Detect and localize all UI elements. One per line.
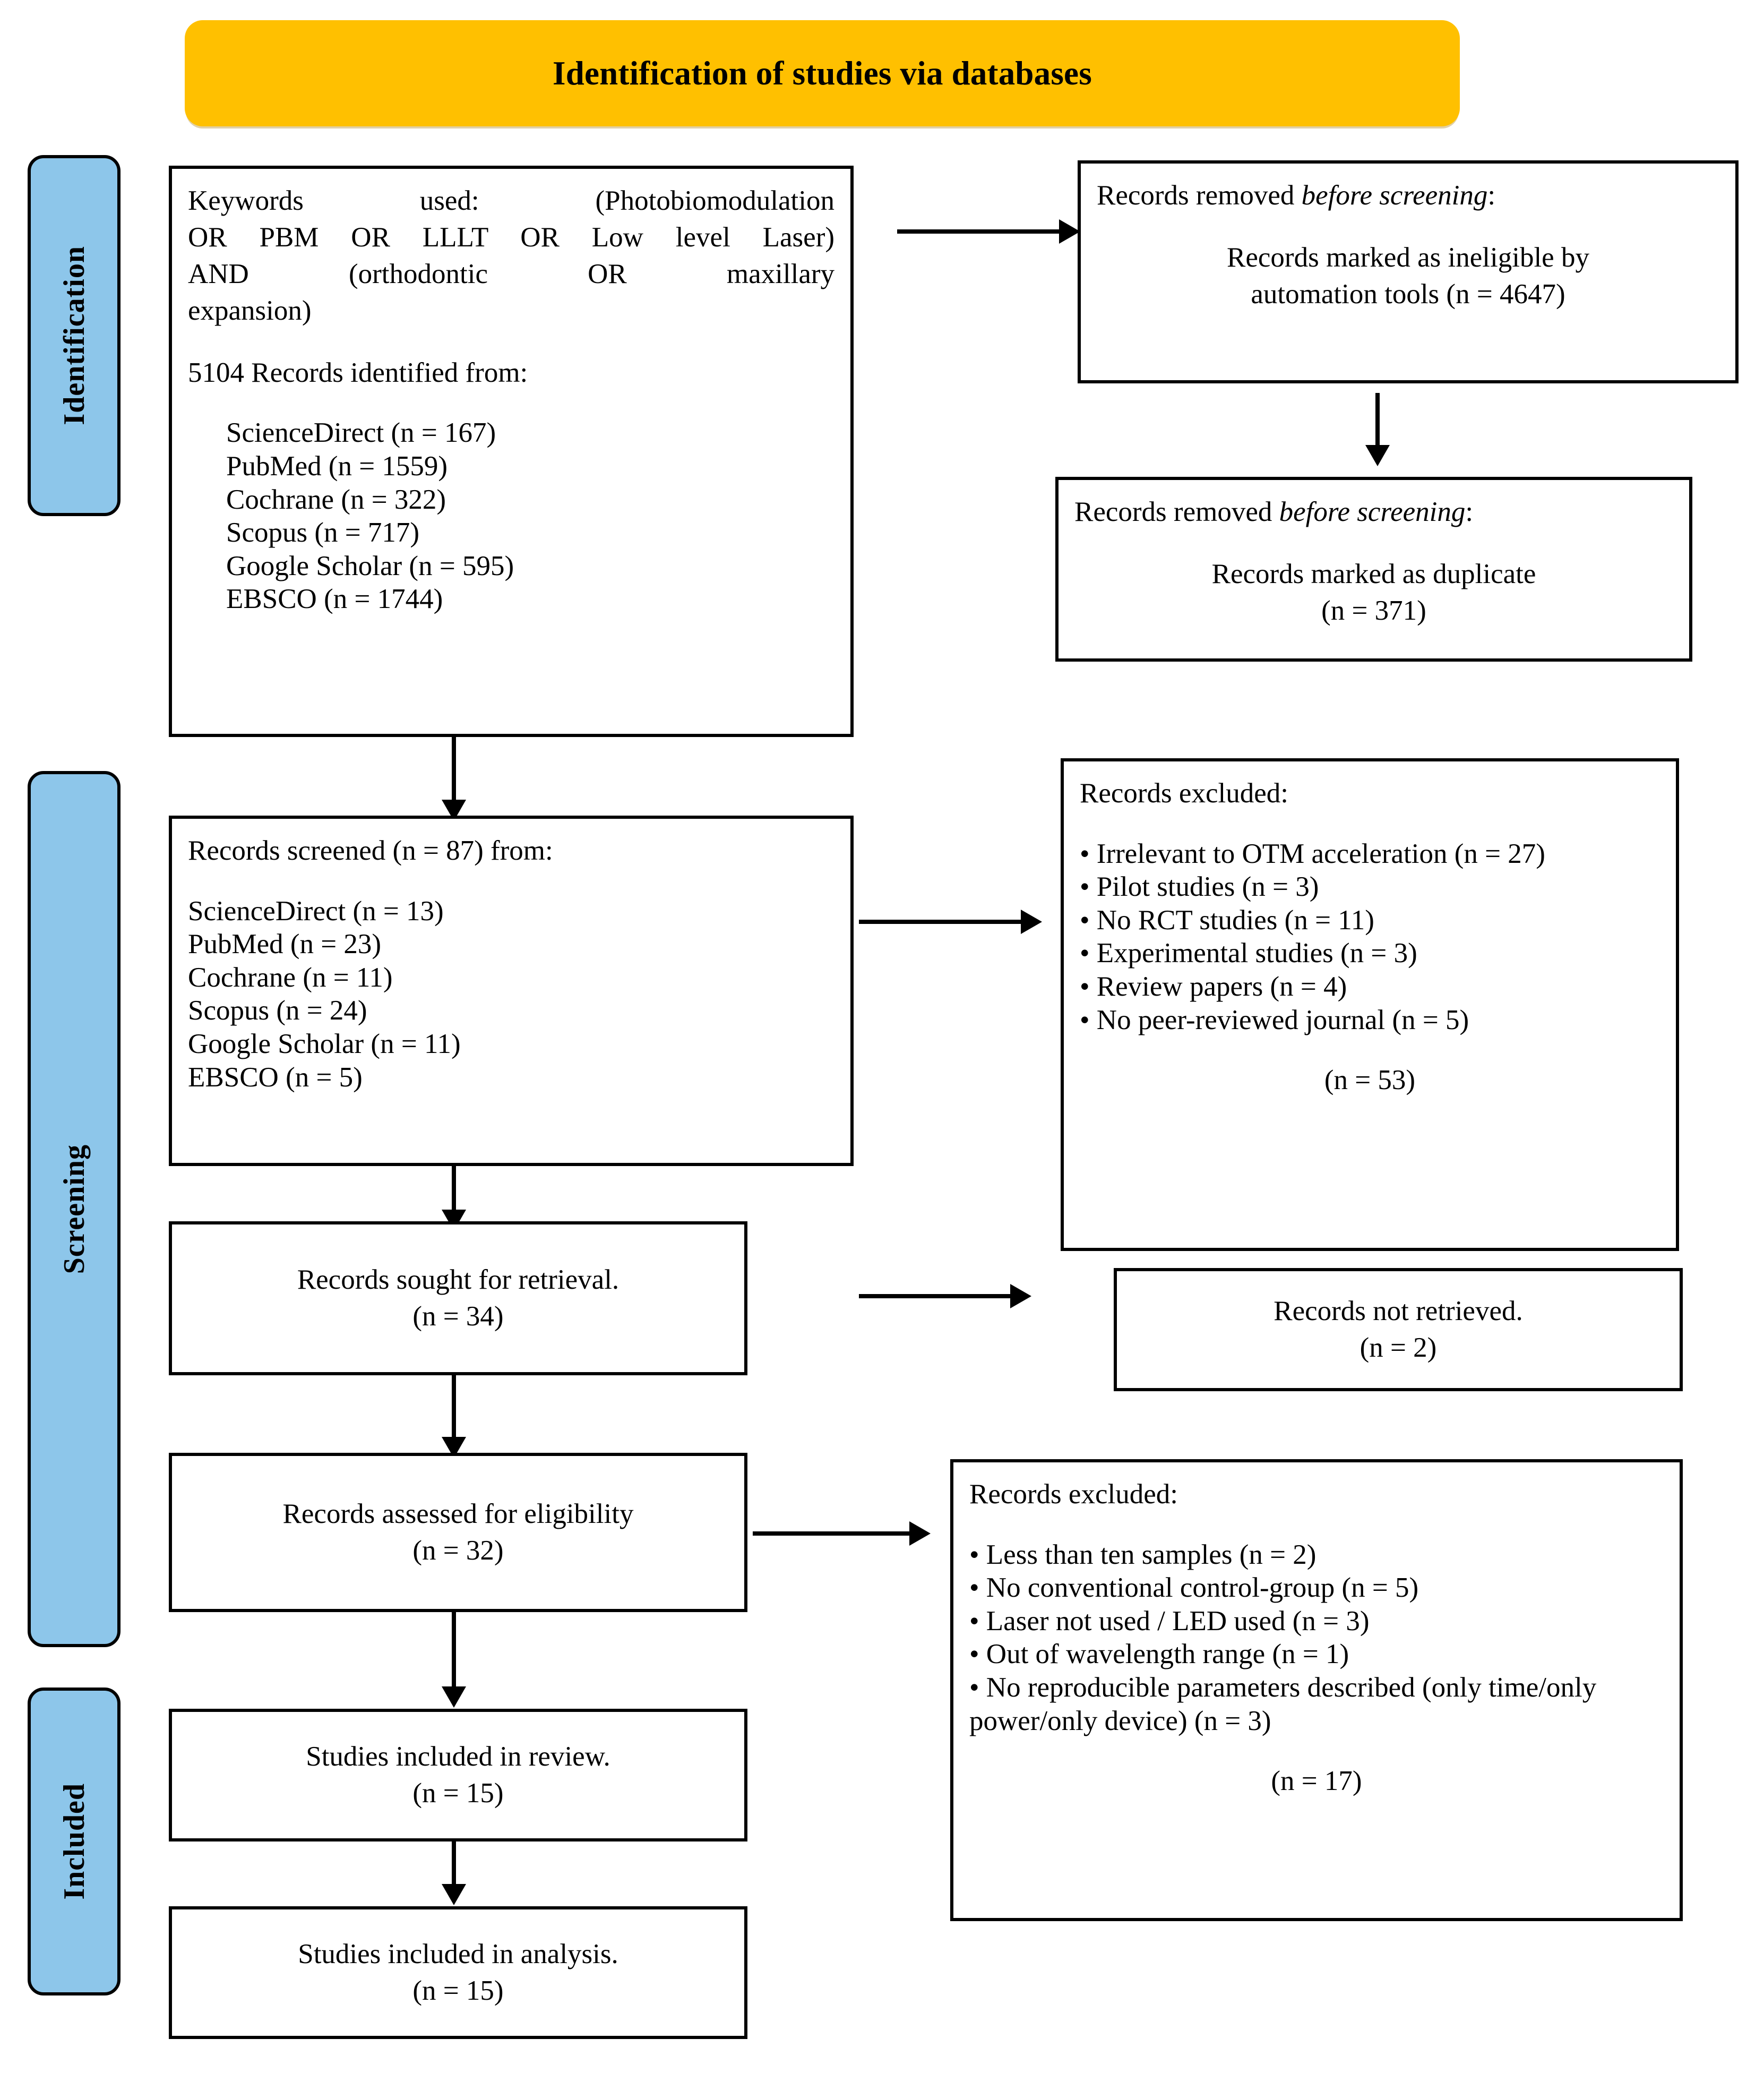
screened-source-list: ScienceDirect (n = 13) PubMed (n = 23) C… bbox=[188, 895, 834, 1094]
excluded-item-no-reproducible-parameters: • No reproducible parameters described (… bbox=[969, 1672, 1597, 1736]
phase-tab-identification: Identification bbox=[28, 155, 121, 516]
removed-automation-heading-colon: : bbox=[1487, 180, 1496, 211]
screened-source-sciencedirect: ScienceDirect (n = 13) bbox=[188, 895, 444, 927]
keywords-line-2: OR PBM OR LLLT OR Low level Laser) bbox=[188, 221, 834, 253]
diagram-title-banner: Identification of studies via databases bbox=[185, 20, 1460, 126]
arrowhead-screened-to-excluded bbox=[1021, 910, 1042, 934]
excluded-screening-list: • Irrelevant to OTM acceleration (n = 27… bbox=[1080, 837, 1660, 1037]
keywords-line-1: Keywords used: (Photobiomodulation bbox=[188, 185, 834, 216]
keywords-line-3: AND (orthodontic OR maxillary bbox=[188, 258, 834, 289]
connector-review-to-analysis bbox=[452, 1841, 456, 1889]
excluded-item-no-rct: • No RCT studies (n = 11) bbox=[1080, 904, 1374, 936]
removed-duplicate-body-line-2: (n = 371) bbox=[1321, 595, 1426, 626]
connector-screened-to-excluded bbox=[859, 920, 1023, 924]
phase-tab-included: Included bbox=[28, 1688, 121, 1995]
excluded-item-irrelevant: • Irrelevant to OTM acceleration (n = 27… bbox=[1080, 838, 1545, 869]
excluded-item-no-control-group: • No conventional control-group (n = 5) bbox=[969, 1572, 1419, 1604]
records-screened-heading: Records screened (n = 87) from: bbox=[188, 835, 553, 866]
source-pubmed: PubMed (n = 1559) bbox=[226, 450, 448, 482]
studies-included-review-line-1: Studies included in review. bbox=[306, 1741, 610, 1772]
source-cochrane: Cochrane (n = 322) bbox=[226, 484, 446, 515]
records-sought-box: Records sought for retrieval. (n = 34) bbox=[169, 1221, 747, 1375]
studies-included-analysis-line-1: Studies included in analysis. bbox=[298, 1939, 618, 1970]
removed-duplicate-box: Records removed before screening: Record… bbox=[1055, 477, 1692, 662]
phase-label-included: Included bbox=[57, 1783, 91, 1900]
identification-source-list: ScienceDirect (n = 167) PubMed (n = 1559… bbox=[188, 416, 834, 615]
arrowhead-removed-automation-to-duplicate bbox=[1365, 445, 1390, 466]
removed-automation-heading-italic: before screening bbox=[1301, 180, 1488, 211]
phase-label-identification: Identification bbox=[57, 246, 91, 425]
connector-sought-to-assessed bbox=[452, 1375, 456, 1442]
studies-included-analysis-line-2: (n = 15) bbox=[412, 1975, 504, 2006]
excluded-item-review: • Review papers (n = 4) bbox=[1080, 971, 1347, 1003]
removed-automation-box: Records removed before screening: Record… bbox=[1078, 160, 1739, 383]
excluded-eligibility-list: • Less than ten samples (n = 2) • No con… bbox=[969, 1538, 1664, 1737]
studies-included-review-line-2: (n = 15) bbox=[412, 1778, 504, 1809]
identification-box: Keywords used: (Photobiomodulation OR PB… bbox=[169, 166, 854, 737]
connector-removed-automation-to-duplicate bbox=[1375, 393, 1380, 450]
excluded-item-less-than-ten: • Less than ten samples (n = 2) bbox=[969, 1539, 1316, 1570]
studies-included-analysis-box: Studies included in analysis. (n = 15) bbox=[169, 1906, 747, 2039]
removed-automation-heading-plain: Records removed bbox=[1097, 180, 1302, 211]
arrowhead-identification-to-removed-automation bbox=[1059, 219, 1080, 244]
source-ebsco: EBSCO (n = 1744) bbox=[226, 584, 443, 615]
removed-automation-heading: Records removed before screening: bbox=[1097, 177, 1719, 214]
removed-automation-body-line-1: Records marked as ineligible by bbox=[1227, 242, 1589, 273]
excluded-item-pilot: • Pilot studies (n = 3) bbox=[1080, 871, 1319, 903]
excluded-screening-heading: Records excluded: bbox=[1080, 778, 1288, 809]
screened-source-google-scholar: Google Scholar (n = 11) bbox=[188, 1029, 461, 1060]
excluded-item-no-peer-review: • No peer-reviewed journal (n = 5) bbox=[1080, 1004, 1469, 1035]
excluded-screening-total: (n = 53) bbox=[1324, 1065, 1416, 1096]
records-identified-count: 5104 Records identified from: bbox=[188, 357, 528, 388]
screened-source-pubmed: PubMed (n = 23) bbox=[188, 929, 382, 960]
source-sciencedirect: ScienceDirect (n = 167) bbox=[226, 417, 496, 449]
records-sought-line-2: (n = 34) bbox=[412, 1301, 504, 1332]
arrowhead-sought-to-not-retrieved bbox=[1010, 1284, 1031, 1308]
connector-identification-to-removed-automation bbox=[897, 229, 1062, 234]
records-assessed-line-1: Records assessed for eligibility bbox=[282, 1498, 634, 1530]
studies-included-review-box: Studies included in review. (n = 15) bbox=[169, 1709, 747, 1841]
phase-label-screening: Screening bbox=[57, 1144, 91, 1274]
screened-source-scopus: Scopus (n = 24) bbox=[188, 995, 367, 1026]
diagram-title: Identification of studies via databases bbox=[553, 54, 1092, 92]
screened-source-ebsco: EBSCO (n = 5) bbox=[188, 1061, 363, 1093]
source-google-scholar: Google Scholar (n = 595) bbox=[226, 550, 514, 581]
keywords-line-4: expansion) bbox=[188, 295, 312, 326]
excluded-item-experimental: • Experimental studies (n = 3) bbox=[1080, 938, 1417, 969]
removed-duplicate-heading-colon: : bbox=[1465, 496, 1474, 527]
records-not-retrieved-line-2: (n = 2) bbox=[1359, 1332, 1437, 1363]
source-scopus: Scopus (n = 717) bbox=[226, 517, 420, 549]
connector-assessed-to-excluded-eligibility bbox=[753, 1531, 912, 1536]
records-screened-box: Records screened (n = 87) from: ScienceD… bbox=[169, 816, 854, 1166]
screened-source-cochrane: Cochrane (n = 11) bbox=[188, 962, 393, 993]
arrowhead-assessed-to-included-review bbox=[442, 1686, 466, 1708]
records-not-retrieved-box: Records not retrieved. (n = 2) bbox=[1114, 1268, 1683, 1391]
excluded-eligibility-heading: Records excluded: bbox=[969, 1479, 1178, 1510]
excluded-item-laser-not-used: • Laser not used / LED used (n = 3) bbox=[969, 1605, 1370, 1637]
connector-identification-to-screened bbox=[452, 737, 456, 806]
removed-duplicate-heading-italic: before screening bbox=[1279, 496, 1466, 527]
records-sought-line-1: Records sought for retrieval. bbox=[297, 1264, 619, 1296]
removed-duplicate-body-line-1: Records marked as duplicate bbox=[1211, 558, 1536, 589]
connector-screened-to-sought bbox=[452, 1166, 456, 1216]
removed-duplicate-heading: Records removed before screening: bbox=[1074, 494, 1673, 530]
phase-tab-screening: Screening bbox=[28, 771, 121, 1647]
removed-duplicate-heading-plain: Records removed bbox=[1074, 496, 1279, 527]
records-assessed-line-2: (n = 32) bbox=[412, 1535, 504, 1566]
excluded-eligibility-box: Records excluded: • Less than ten sample… bbox=[950, 1459, 1683, 1921]
arrowhead-assessed-to-excluded-eligibility bbox=[909, 1521, 931, 1546]
arrowhead-review-to-analysis bbox=[442, 1884, 466, 1905]
records-not-retrieved-line-1: Records not retrieved. bbox=[1273, 1296, 1523, 1327]
connector-assessed-to-included-review bbox=[452, 1612, 456, 1692]
excluded-screening-box: Records excluded: • Irrelevant to OTM ac… bbox=[1061, 758, 1679, 1251]
excluded-item-wavelength-range: • Out of wavelength range (n = 1) bbox=[969, 1639, 1349, 1670]
connector-sought-to-not-retrieved bbox=[859, 1294, 1013, 1298]
removed-automation-body-line-2: automation tools (n = 4647) bbox=[1251, 278, 1565, 310]
records-assessed-box: Records assessed for eligibility (n = 32… bbox=[169, 1453, 747, 1612]
excluded-eligibility-total: (n = 17) bbox=[1271, 1766, 1362, 1797]
